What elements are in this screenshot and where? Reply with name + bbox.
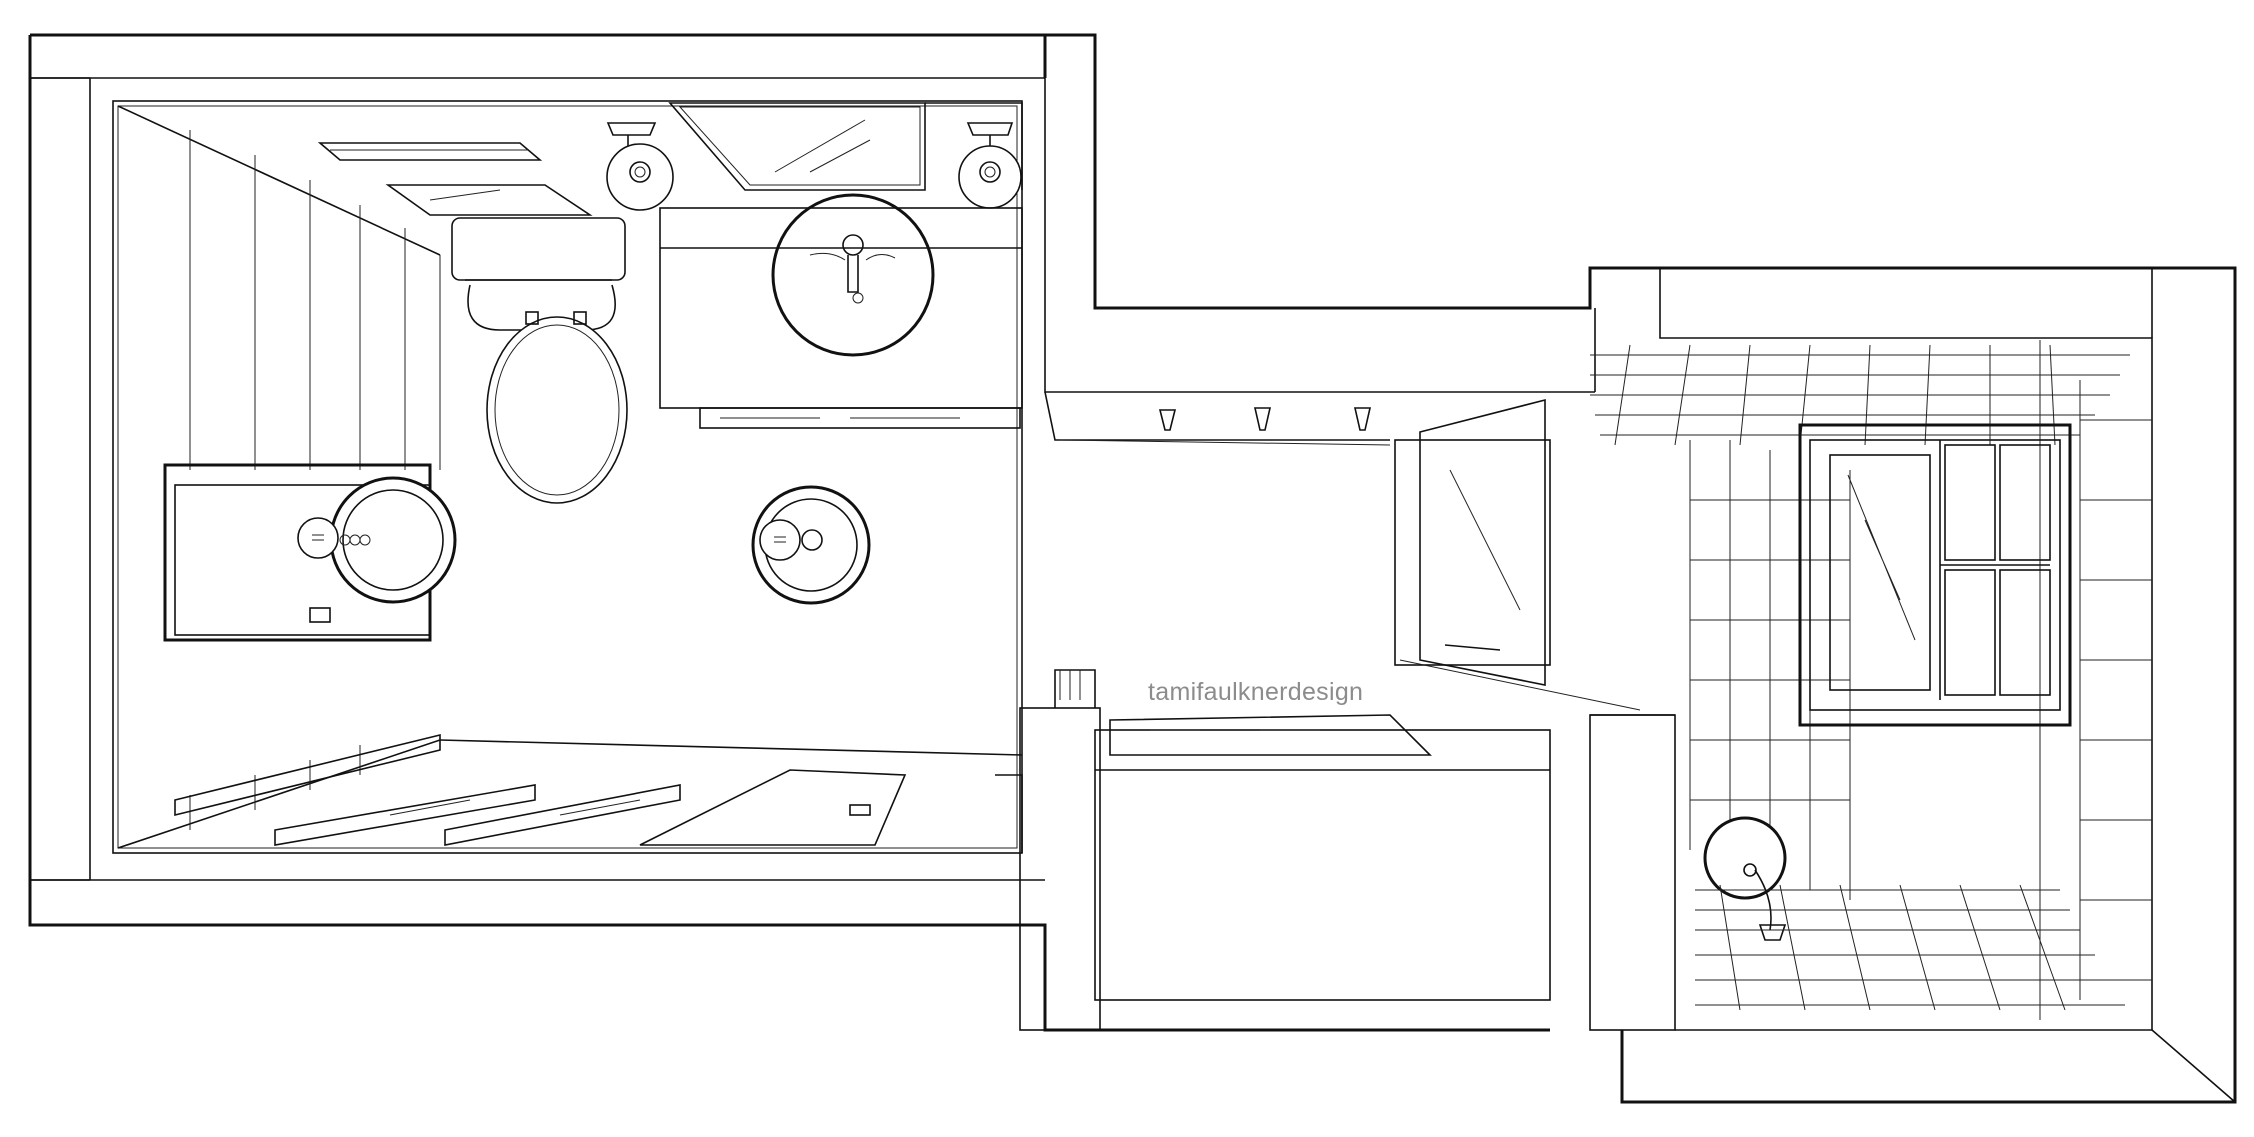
outer-walls <box>28 33 2237 1104</box>
left-room-interior <box>112 100 1023 854</box>
hallway <box>1019 391 1551 1031</box>
vanity <box>659 193 1023 429</box>
bottom-cabinet <box>174 733 1023 853</box>
wall-sconce-right <box>958 122 1022 209</box>
toilet <box>451 217 628 504</box>
shower-area <box>1394 340 2152 1031</box>
designer-watermark: tamifaulknerdesign <box>1148 678 1364 706</box>
pendant-light-center <box>751 485 871 605</box>
skylights <box>317 102 1023 216</box>
wall-sconce-left <box>606 122 674 211</box>
pendant-light-left <box>163 463 457 642</box>
